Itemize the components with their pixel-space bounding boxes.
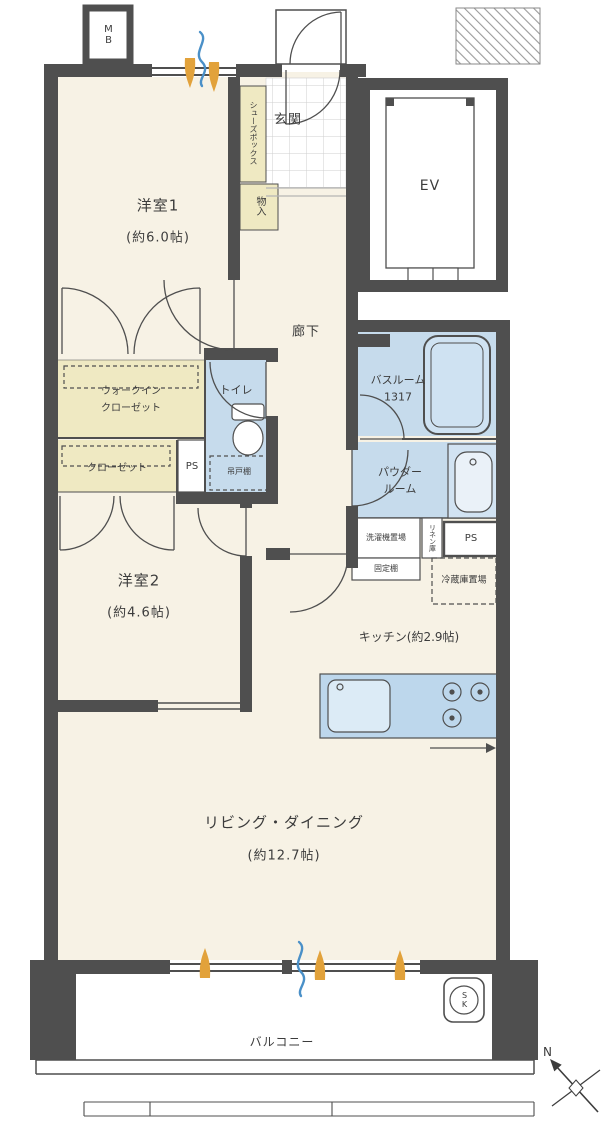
label-ev: EV — [419, 178, 441, 194]
entrance-porch — [275, 9, 347, 65]
hatched-void — [455, 7, 541, 65]
label-bathroom-name: バスルーム — [370, 373, 426, 387]
label-living-size: (約12.7帖) — [247, 848, 321, 864]
label-hallway: 廊下 — [291, 324, 321, 340]
label-ps-right: PS — [464, 533, 478, 544]
kitchen-sink-icon — [327, 679, 391, 733]
kitchen-counter — [319, 673, 499, 753]
label-wic-line1: ウォークイン — [101, 386, 161, 397]
label-room2-name: 洋室2 — [117, 571, 161, 590]
label-room2-size: (約4.6帖) — [107, 605, 171, 621]
washer-box — [351, 517, 421, 559]
meter-box — [82, 4, 134, 66]
label-fixed-shelf: 固定棚 — [374, 564, 398, 573]
hanging-shelf-box — [209, 455, 269, 491]
fixed-shelf-box — [351, 557, 421, 581]
vanity-sink-icon — [447, 443, 499, 519]
doors — [59, 11, 409, 613]
label-bathroom-size: 1317 — [384, 390, 412, 404]
label-mb: MB — [103, 24, 114, 46]
fixtures — [61, 97, 500, 753]
stove-icon — [442, 682, 490, 728]
bath-counter — [354, 334, 390, 347]
label-powder-line1: パウダー — [378, 465, 422, 479]
closet-hanger — [61, 445, 171, 467]
fridge-space-box — [431, 557, 497, 605]
walls — [30, 64, 538, 1060]
balcony-structure — [35, 977, 535, 1117]
label-north: N — [543, 1045, 553, 1059]
label-storage: 物入 — [254, 196, 265, 216]
toilet-icon — [231, 403, 265, 456]
label-shoes-box: シューズボックス — [249, 101, 258, 165]
elevator-car — [385, 97, 475, 282]
label-room1-size: (約6.0帖) — [126, 230, 190, 246]
label-wic-line2: クローゼット — [101, 403, 161, 414]
bathtub-icon — [423, 335, 491, 435]
wic-hanger — [63, 365, 199, 389]
label-sk: SK — [460, 991, 469, 1009]
compass-icon — [550, 1059, 601, 1113]
slop-sink-icon — [443, 977, 485, 1023]
label-living-name: リビング・ダイニング — [203, 813, 365, 832]
label-toilet: トイレ — [219, 383, 253, 397]
label-ps-left: PS — [185, 461, 199, 472]
label-fridge: 冷蔵庫置場 — [441, 575, 487, 586]
label-hanging-shelf: 吊戸棚 — [227, 467, 251, 476]
label-linen: リネン庫 — [428, 524, 437, 552]
exterior-structures — [82, 4, 541, 66]
label-washer: 洗濯機置場 — [366, 533, 406, 542]
label-balcony: バルコニー — [249, 1035, 315, 1049]
label-powder-line2: ルーム — [383, 482, 417, 496]
label-kitchen: キッチン(約2.9帖) — [358, 630, 460, 644]
ps-right-box — [442, 520, 500, 558]
label-genkan: 玄関 — [273, 112, 303, 128]
label-closet: クローゼット — [87, 463, 147, 474]
label-room1-name: 洋室1 — [136, 196, 180, 215]
